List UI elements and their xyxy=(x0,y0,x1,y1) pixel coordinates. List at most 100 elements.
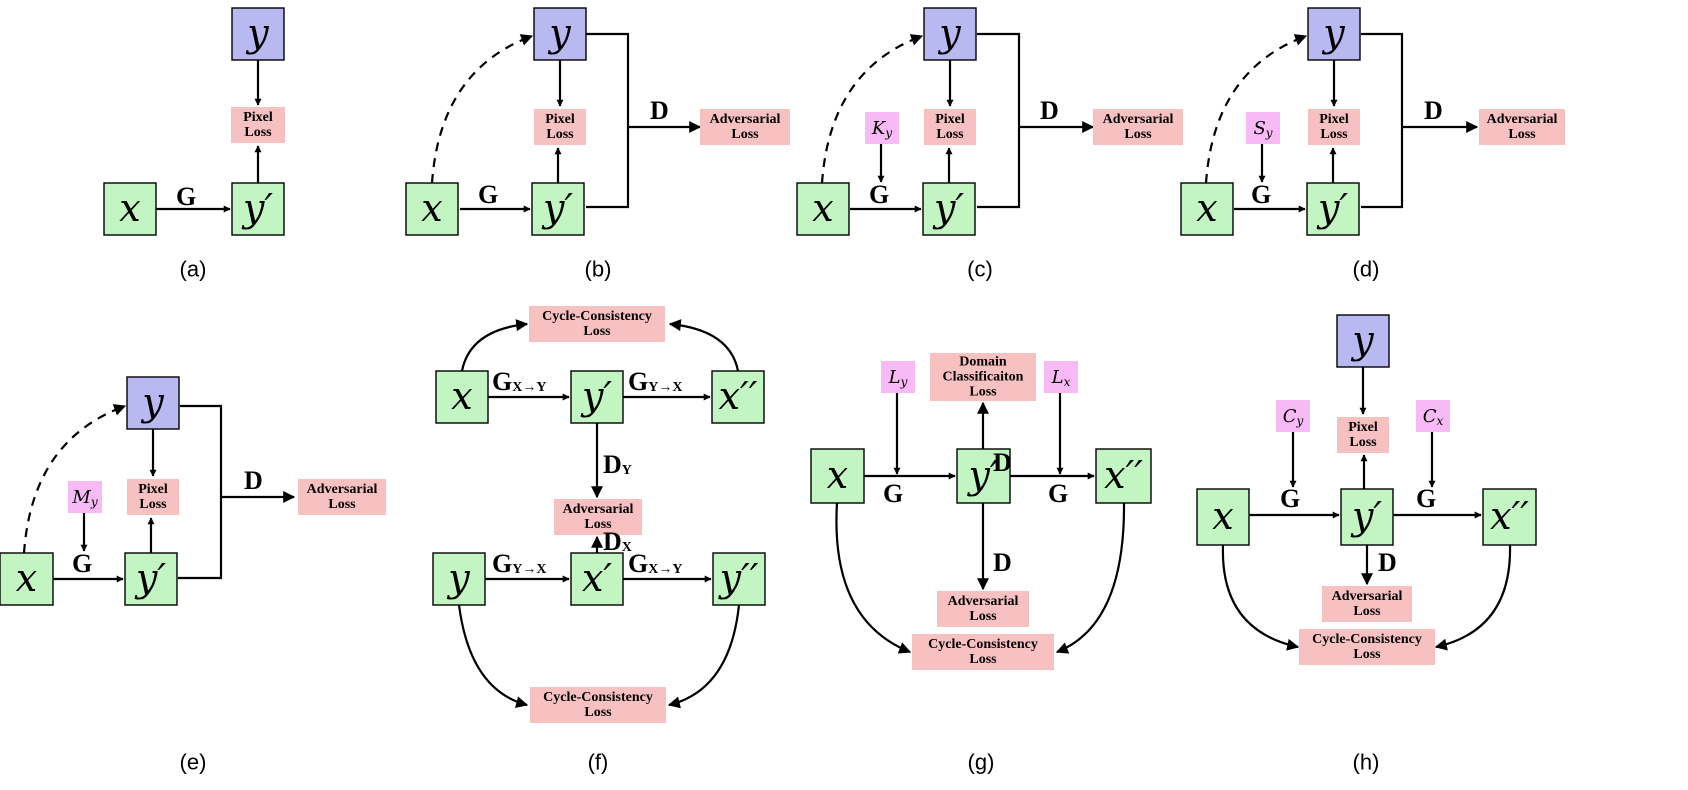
c-adversarial-loss-line-1: Adversarial xyxy=(1103,112,1174,127)
f-adversarial-loss-line-1: Adversarial xyxy=(563,502,634,517)
a-box-y-label: y xyxy=(245,11,269,55)
h-adversarial-loss xyxy=(1322,586,1412,622)
e-adversarial-loss-line-1: Adversarial xyxy=(307,482,378,497)
d-d-bracket xyxy=(1361,32,1404,209)
d-box-x-label: x xyxy=(1196,186,1217,230)
d-pixel-loss-line-2: Loss xyxy=(1320,127,1348,142)
b-d-bracket xyxy=(586,32,630,209)
caption-b: (b) xyxy=(585,257,612,282)
a-box-x-label: x xyxy=(119,186,140,230)
h-box-x-dprime xyxy=(1482,488,1537,546)
caption-c: (c) xyxy=(967,257,993,282)
g-label-d-bottom: D xyxy=(993,548,1012,577)
diagram-nodes xyxy=(0,7,1565,723)
e-label-d: D xyxy=(244,466,263,495)
g-cycle-loss-line-1: Cycle-Consistency xyxy=(928,637,1038,652)
e-box-x xyxy=(0,552,54,606)
f-cycle-loss-top xyxy=(529,306,665,342)
c-pixel-loss xyxy=(924,109,976,145)
c-pixel-loss-line-2: Loss xyxy=(936,127,964,142)
g-domain-loss xyxy=(930,353,1036,401)
h-adversarial-loss-line-2: Loss xyxy=(1353,604,1381,619)
f-adversarial-loss xyxy=(554,499,642,535)
f-label-gxy-bottom: GX→Y xyxy=(628,549,682,578)
f-box-x-prime xyxy=(570,552,624,606)
e-box-y xyxy=(126,376,180,430)
e-box-x-label: x xyxy=(16,556,37,600)
g-curve-x-to-cycle xyxy=(835,502,912,654)
h-pixel-loss-line-1: Pixel xyxy=(1348,420,1378,435)
b-box-y-label: y xyxy=(547,11,571,55)
caption-g: (g) xyxy=(968,750,995,775)
c-dashed-x-to-y xyxy=(820,34,924,184)
g-box-x-label: x xyxy=(827,453,848,497)
f-curve-x-to-cycle xyxy=(460,319,529,372)
f-curve-ydd-to-cycle xyxy=(667,604,741,709)
h-curve-x-to-cycle xyxy=(1221,544,1300,651)
caption-d: (d) xyxy=(1353,257,1380,282)
e-box-y-prime xyxy=(124,552,178,606)
e-adversarial-loss-line-2: Loss xyxy=(328,497,356,512)
h-box-y-prime-label: y′ xyxy=(1350,494,1382,538)
g-label-g-left: G xyxy=(883,479,903,508)
h-box-x xyxy=(1196,488,1250,546)
h-cond-cx-label: Cx xyxy=(1423,406,1444,429)
e-pixel-loss-line-1: Pixel xyxy=(138,482,168,497)
f-cycle-loss-bottom xyxy=(530,687,666,723)
h-label-d: D xyxy=(1378,548,1397,577)
f-cycle-loss-top-line-1: Cycle-Consistency xyxy=(542,309,652,324)
g-cond-ly-label: Ly xyxy=(888,367,908,390)
a-pixel-loss xyxy=(231,107,285,143)
b-pixel-loss-line-1: Pixel xyxy=(545,112,575,127)
a-pixel-loss-line-2: Loss xyxy=(244,125,272,140)
c-box-y-prime-label: y′ xyxy=(932,186,964,230)
f-cycle-loss-bottom-line-2: Loss xyxy=(584,705,612,720)
h-pixel-loss xyxy=(1337,417,1389,453)
b-dashed-x-to-y xyxy=(430,34,534,184)
g-domain-loss-line-3: Loss xyxy=(969,385,997,400)
h-cycle-loss-line-1: Cycle-Consistency xyxy=(1312,632,1422,647)
f-label-gyx-top: GY→X xyxy=(628,367,682,396)
e-adversarial-loss xyxy=(298,479,386,515)
g-cond-lx-label: Lx xyxy=(1051,367,1071,390)
f-box-x-dprime-label: x′′ xyxy=(719,374,758,418)
g-cond-ly xyxy=(881,361,915,393)
e-cond-my xyxy=(68,481,102,513)
a-label-g: G xyxy=(176,182,196,211)
f-box-y-dprime-label: y′′ xyxy=(718,556,759,600)
f-box-y-dprime xyxy=(712,552,766,606)
g-box-y-prime-label: y′ xyxy=(966,453,998,497)
f-box-y xyxy=(432,552,486,606)
g-label-g-right: G xyxy=(1048,479,1068,508)
diagram-arrows xyxy=(22,32,1512,709)
c-box-y-label: y xyxy=(937,11,961,55)
c-cond-ky xyxy=(865,112,899,144)
e-dashed-x-to-y xyxy=(22,404,127,554)
g-curve-xdd-to-cycle xyxy=(1055,502,1126,654)
g-box-x xyxy=(810,448,865,504)
d-dashed-x-to-y xyxy=(1204,34,1308,184)
b-label-g: G xyxy=(478,180,498,209)
f-cycle-loss-bottom-line-1: Cycle-Consistency xyxy=(543,690,653,705)
c-adversarial-loss-line-2: Loss xyxy=(1124,127,1152,142)
g-adversarial-loss xyxy=(937,591,1029,627)
e-pixel-loss-line-2: Loss xyxy=(139,497,167,512)
f-box-x xyxy=(435,370,489,424)
g-box-x-dprime-label: x′′ xyxy=(1104,453,1143,497)
g-adversarial-loss-line-2: Loss xyxy=(969,609,997,624)
d-pixel-loss-line-1: Pixel xyxy=(1319,112,1349,127)
f-box-x-dprime xyxy=(711,370,765,424)
c-label-d: D xyxy=(1040,96,1059,125)
d-label-d: D xyxy=(1424,96,1443,125)
h-box-y xyxy=(1336,314,1390,368)
h-curve-xdd-to-cycle xyxy=(1434,544,1512,651)
c-pixel-loss-line-1: Pixel xyxy=(935,112,965,127)
f-curve-xdd-to-cycle xyxy=(668,319,740,372)
caption-h: (h) xyxy=(1353,750,1380,775)
h-box-x-label: x xyxy=(1212,494,1233,538)
h-box-y-label: y xyxy=(1350,318,1374,362)
a-box-y-prime-label: y′ xyxy=(241,186,273,230)
e-pixel-loss xyxy=(127,479,179,515)
e-label-g: G xyxy=(72,549,92,578)
